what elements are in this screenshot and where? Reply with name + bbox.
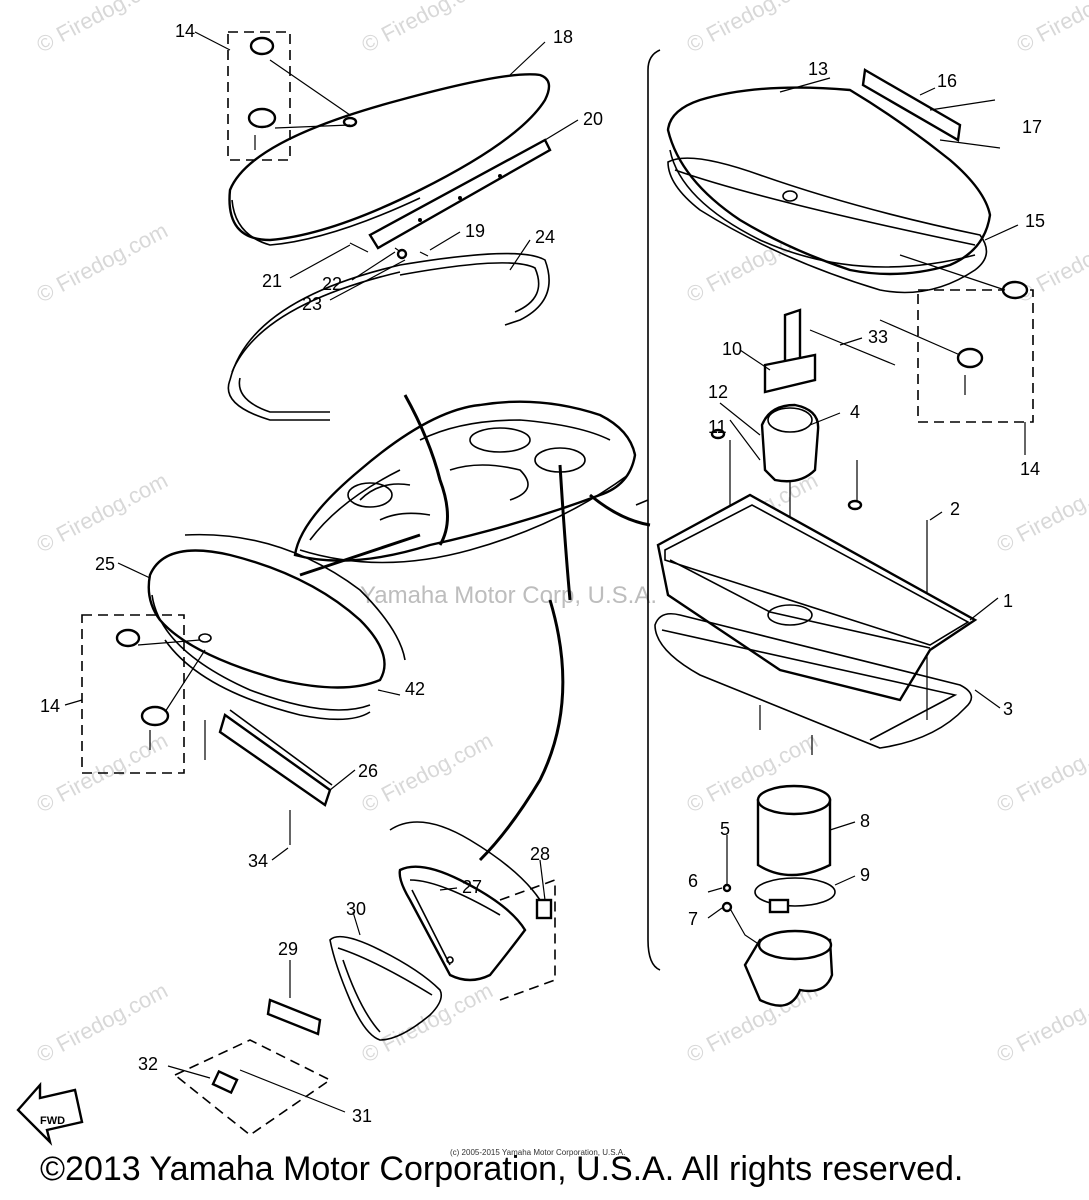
hinge-26 xyxy=(218,709,333,807)
bracket-10 xyxy=(763,308,817,394)
storage-lid-13 xyxy=(666,86,992,276)
callout-22: 22 xyxy=(322,274,343,294)
callout-12: 12 xyxy=(708,382,729,402)
callout-11: 11 xyxy=(708,417,727,437)
callout-4: 4 xyxy=(850,402,861,422)
seal-3 xyxy=(654,612,973,749)
kit-box-31 xyxy=(173,1039,332,1136)
callout-leaders xyxy=(64,31,1026,1113)
seal-15 xyxy=(667,157,988,294)
callout-14: 14 xyxy=(1020,459,1041,479)
callout-24: 24 xyxy=(535,227,556,247)
callout-28: 28 xyxy=(530,844,551,864)
group-bracket xyxy=(635,49,661,971)
callout-27: 27 xyxy=(462,877,483,897)
callout-7: 7 xyxy=(688,909,699,929)
callout-30: 30 xyxy=(346,899,367,919)
callout-34: 34 xyxy=(248,851,269,871)
outlet-base xyxy=(743,929,834,1007)
screws xyxy=(759,705,813,755)
callout-31: 31 xyxy=(352,1106,373,1126)
cable xyxy=(478,599,565,862)
fwd-label: FWD xyxy=(40,1115,65,1127)
callout-20: 20 xyxy=(583,109,604,129)
hinge-29 xyxy=(266,998,322,1036)
hinge-16 xyxy=(861,68,1001,149)
callout-23: 23 xyxy=(302,294,323,314)
callout-33: 33 xyxy=(868,327,889,347)
latch-28 xyxy=(535,898,553,920)
storage-cover-27 xyxy=(389,821,541,982)
callout-29: 29 xyxy=(278,939,299,959)
bilge-pump-4 xyxy=(760,403,820,483)
hose-8 xyxy=(756,784,832,877)
latch-32 xyxy=(211,1069,239,1095)
cable xyxy=(558,464,572,601)
callout-21: 21 xyxy=(262,271,283,291)
callout-18: 18 xyxy=(553,27,574,47)
leader-lines xyxy=(719,402,791,610)
callout-3: 3 xyxy=(1003,699,1014,719)
callout-14: 14 xyxy=(40,696,61,716)
callout-16: 16 xyxy=(937,71,958,91)
watercraft-hull xyxy=(293,400,637,564)
cable xyxy=(589,493,651,527)
callout-42: 42 xyxy=(405,679,426,699)
cable xyxy=(403,394,449,546)
callout-26: 26 xyxy=(358,761,379,781)
kit-box-14-left xyxy=(81,614,185,774)
seal-30 xyxy=(329,935,443,1041)
kit-box-14-right xyxy=(917,289,1034,423)
callout-10: 10 xyxy=(722,339,743,359)
callout-9: 9 xyxy=(860,865,871,885)
callout-2: 2 xyxy=(950,499,961,519)
storage-lid-25 xyxy=(147,549,386,721)
callout-6: 6 xyxy=(688,871,699,891)
callout-1: 1 xyxy=(1003,591,1014,611)
hinge-20 xyxy=(368,138,552,250)
rod-33 xyxy=(809,329,896,366)
callout-32: 32 xyxy=(138,1054,159,1074)
small-credit: (c) 2005-2015 Yamaha Motor Corporation, … xyxy=(450,1148,626,1157)
cable xyxy=(299,533,421,577)
center-watermark: Yamaha Motor Corp, U.S.A. xyxy=(360,582,657,609)
callout-13: 13 xyxy=(808,59,829,79)
clamp-9 xyxy=(754,877,836,914)
callout-25: 25 xyxy=(95,554,116,574)
hatch-cover-18 xyxy=(228,73,551,246)
fwd-arrow-icon xyxy=(16,1081,84,1146)
callout-15: 15 xyxy=(1025,211,1046,231)
copyright-footer: ©2013 Yamaha Motor Corporation, U.S.A. A… xyxy=(40,1150,964,1188)
storage-box-1 xyxy=(656,493,978,702)
callout-17: 17 xyxy=(1022,117,1043,137)
callout-8: 8 xyxy=(860,811,871,831)
callout-19: 19 xyxy=(465,221,486,241)
callout-5: 5 xyxy=(720,819,731,839)
leader-lines xyxy=(726,835,761,946)
callout-14: 14 xyxy=(175,21,196,41)
